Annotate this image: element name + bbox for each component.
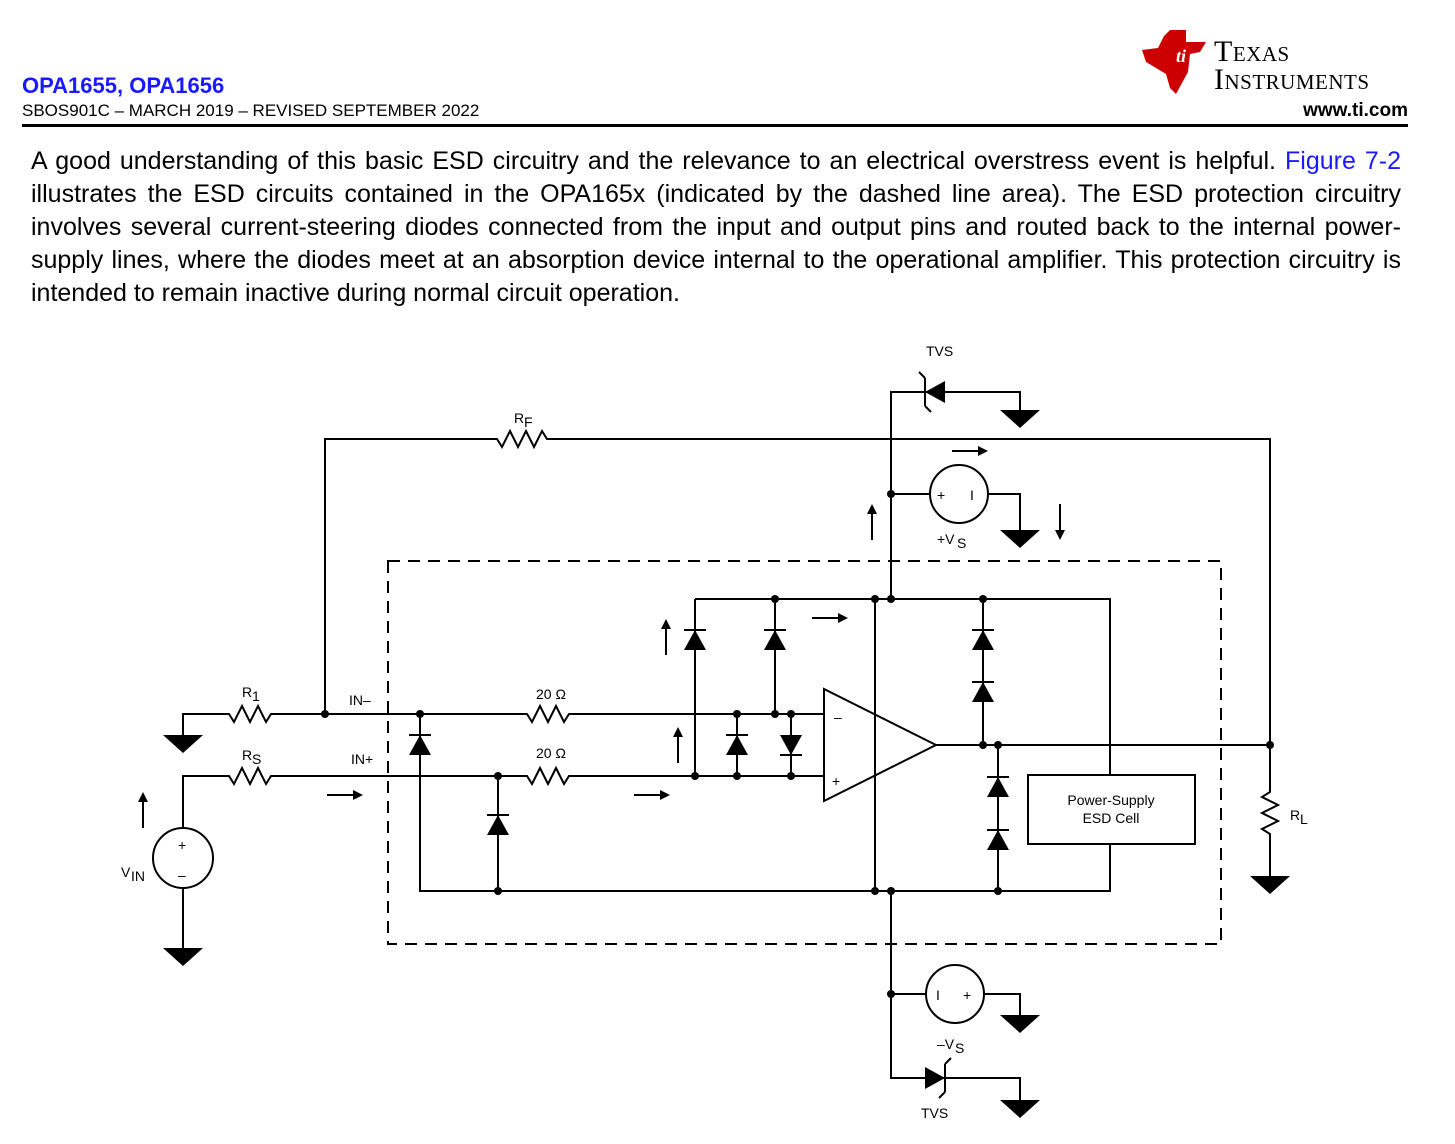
vs-pos-sub: S	[957, 535, 966, 551]
diode-icon-diff1	[725, 734, 749, 756]
r1-label: R	[242, 684, 252, 700]
vs-neg-label: –V	[937, 1036, 955, 1052]
arrow-vs-pos	[866, 503, 878, 541]
rf-label: R	[514, 410, 524, 426]
tvs-top-label: TVS	[926, 343, 953, 359]
in-minus-label: IN–	[349, 692, 371, 708]
opamp-plus: +	[832, 773, 840, 789]
tvs-bottom-label: TVS	[921, 1105, 948, 1121]
body-paragraph: A good understanding of this basic ESD c…	[31, 145, 1401, 310]
vs-neg-source-icon	[925, 964, 985, 1024]
diode-icon-in3	[683, 629, 707, 651]
arrow-up-1	[660, 618, 672, 656]
vin-plus: +	[178, 837, 186, 853]
ti-logo-icon: ti	[1142, 30, 1206, 94]
para-text-start: A good understanding of this basic ESD c…	[31, 147, 1277, 175]
tvs-bottom-icon	[925, 1057, 952, 1099]
arrow-vs-pos-down	[1054, 503, 1066, 541]
ground-icon-vin	[163, 948, 203, 966]
document-title: OPA1655, OPA1656	[22, 73, 225, 98]
revision-line: SBOS901C – MARCH 2019 – REVISED SEPTEMBE…	[22, 101, 480, 120]
vs-pos-i: I	[970, 487, 974, 503]
vs-pos-plus: +	[937, 487, 945, 503]
diode-icon-out4	[986, 829, 1010, 851]
esd-cell-box	[1027, 774, 1196, 845]
arrow-vin	[137, 791, 149, 829]
brand-name: Texas Instruments	[1214, 35, 1370, 96]
diode-icon-out2	[971, 681, 995, 703]
figure-link[interactable]: Figure 7-2	[1285, 147, 1401, 175]
opamp-minus: –	[834, 709, 842, 725]
diode-icon-in4	[763, 629, 787, 651]
diode-icon-out3	[986, 776, 1010, 798]
site-url[interactable]: www.ti.com	[1303, 100, 1408, 121]
vs-neg-sub: S	[955, 1040, 964, 1056]
diode-icon-diff2	[779, 734, 803, 756]
diode-icon-in1	[408, 734, 432, 756]
rs-sub: S	[252, 751, 261, 767]
vin-label: V	[121, 864, 131, 880]
vin-minus: –	[178, 867, 186, 883]
vin-sub: IN	[131, 868, 145, 884]
arrow-in-plus	[326, 789, 364, 801]
esd-cell-line2: ESD Cell	[1083, 810, 1140, 826]
header-rule	[22, 124, 1408, 127]
brand-line-1: Texas	[1214, 35, 1290, 68]
rs-label: R	[242, 747, 252, 763]
junction-dots	[321, 490, 1274, 998]
diode-icon-out1	[971, 629, 995, 651]
esd-cell-line1: Power-Supply	[1067, 792, 1154, 808]
res-20-bot-label: 20 Ω	[536, 745, 566, 761]
ground-icon-vs-pos	[1000, 530, 1040, 548]
rl-sub: L	[1300, 811, 1308, 827]
res-20-top-label: 20 Ω	[536, 686, 566, 702]
brand-line-2: Instruments	[1214, 63, 1370, 96]
device-boundary	[387, 560, 1222, 945]
rf-sub: F	[524, 414, 533, 430]
rl-label: R	[1290, 807, 1300, 823]
tvs-top-icon	[918, 371, 945, 413]
para-text-rest: illustrates the ESD circuits contained i…	[31, 180, 1401, 307]
r1-sub: 1	[252, 688, 260, 704]
ground-icon-tvs-top	[1000, 410, 1040, 428]
arrow-rf	[951, 445, 989, 457]
arrow-rail-top	[811, 612, 849, 624]
diode-icon-in2	[486, 814, 510, 836]
ground-icon-rl	[1250, 876, 1290, 894]
arrow-up-2	[672, 726, 684, 764]
ground-icon-r1	[163, 735, 203, 753]
in-plus-label: IN+	[351, 751, 373, 767]
vs-pos-label: +V	[937, 531, 955, 547]
svg-text:ti: ti	[1176, 46, 1186, 66]
arrow-in-plus-2	[633, 789, 671, 801]
opamp-icon	[823, 687, 939, 803]
vs-neg-i: I	[936, 987, 940, 1003]
ground-icon-vs-neg	[1000, 1015, 1040, 1033]
ground-icon-tvs-bottom	[1000, 1100, 1040, 1118]
vs-neg-plus: +	[963, 987, 971, 1003]
